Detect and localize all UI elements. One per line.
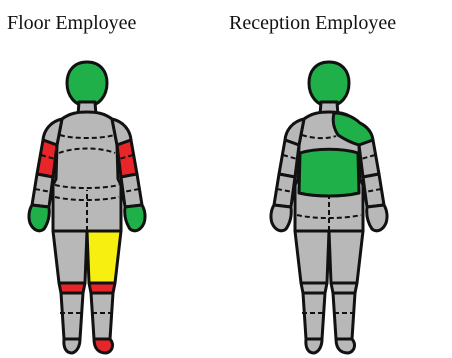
hand-left xyxy=(29,205,49,231)
shin-left xyxy=(303,293,325,339)
thigh-right xyxy=(87,231,121,283)
reception-employee-title: Reception Employee xyxy=(229,12,396,35)
floor-employee-title: Floor Employee xyxy=(7,12,136,35)
upper-arm-left xyxy=(37,140,57,177)
shin-right xyxy=(91,293,113,339)
upper-arm-left xyxy=(279,140,299,177)
forearm-right xyxy=(363,174,384,207)
thigh-left xyxy=(295,231,329,283)
reception-employee-body-map xyxy=(264,55,394,355)
forearm-right xyxy=(121,174,142,207)
upper-arm-right xyxy=(117,140,137,177)
foot-left xyxy=(64,339,80,353)
shin-left xyxy=(61,293,83,339)
foot-right xyxy=(336,339,355,353)
thigh-left xyxy=(53,231,87,283)
foot-right xyxy=(94,339,113,353)
head xyxy=(309,62,349,106)
shin-right xyxy=(333,293,355,339)
hand-left xyxy=(271,205,291,231)
upper-arm-right xyxy=(359,140,379,177)
mid-back xyxy=(299,149,359,196)
forearm-left xyxy=(32,174,53,207)
hand-right xyxy=(125,205,145,231)
head xyxy=(67,62,107,106)
floor-employee-body-map xyxy=(22,55,152,355)
forearm-left xyxy=(274,174,295,207)
hand-right xyxy=(367,205,387,231)
thigh-right xyxy=(329,231,363,283)
foot-left xyxy=(306,339,322,353)
